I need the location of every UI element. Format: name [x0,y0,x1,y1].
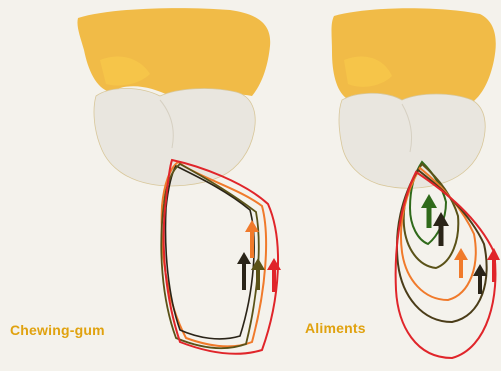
right-tooth-enamel [332,8,496,104]
caption-aliments: Aliments [305,320,366,336]
caption-chewing-gum: Chewing-gum [10,322,105,338]
